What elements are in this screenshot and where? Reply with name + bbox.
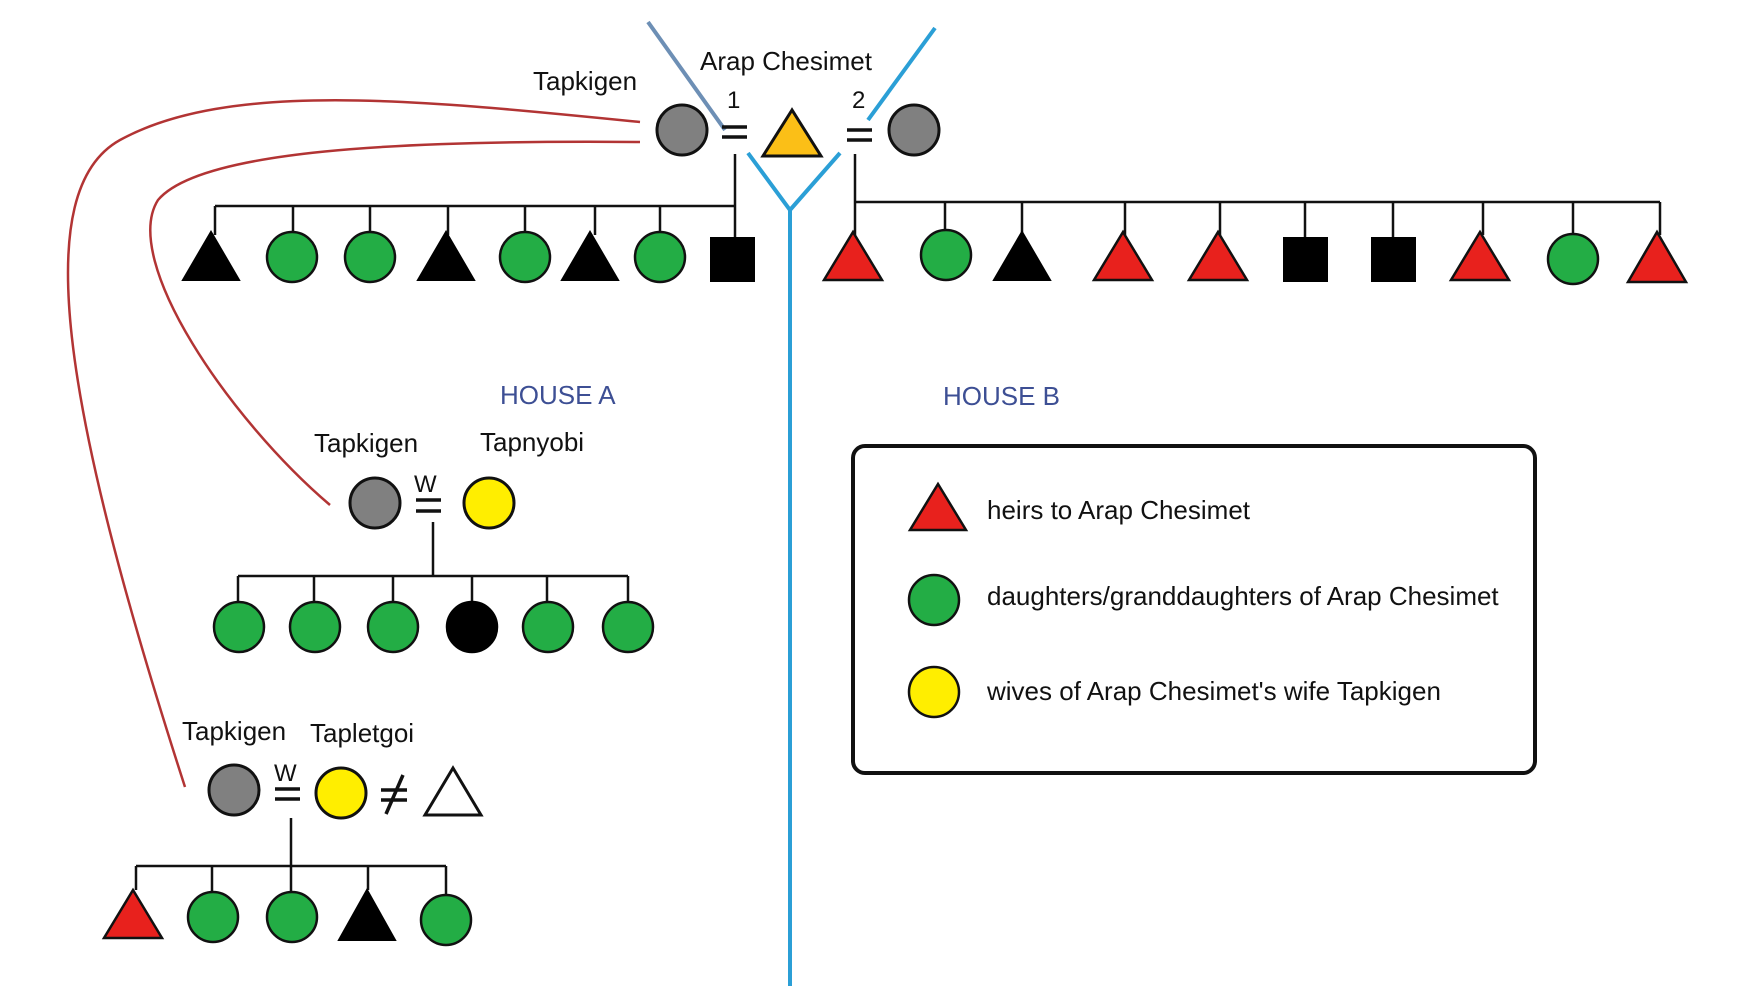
tapkigen-circle bbox=[207, 763, 261, 817]
son-triangle bbox=[992, 230, 1052, 281]
house-divider bbox=[646, 20, 937, 986]
unknown-square bbox=[1371, 237, 1416, 282]
wife-2-circle bbox=[887, 103, 941, 157]
daughter-circle bbox=[265, 230, 319, 284]
house-divider-fork bbox=[746, 151, 842, 214]
son-triangle bbox=[337, 887, 397, 941]
unknown-square bbox=[710, 237, 755, 282]
daughter-circle bbox=[366, 600, 420, 654]
black-circle bbox=[445, 600, 499, 654]
daughter-circle bbox=[212, 600, 266, 654]
house-a-label: HOUSE A bbox=[500, 380, 616, 410]
legend-wife-circle-icon bbox=[907, 665, 961, 719]
legend: heirs to Arap Chesimet daughters/grandda… bbox=[851, 444, 1537, 775]
heir-triangle bbox=[101, 887, 165, 940]
arap-chesimet-label: Arap Chesimet bbox=[700, 46, 873, 76]
daughter-circle bbox=[288, 600, 342, 654]
tapkigen-link-to-tapletgoi-house bbox=[66, 99, 641, 788]
daughter-circle bbox=[498, 230, 552, 284]
daughter-circle bbox=[1546, 232, 1600, 286]
heir-triangle bbox=[1625, 229, 1689, 284]
legend-wives-text: wives of Arap Chesimet's wife Tapkigen bbox=[986, 676, 1441, 706]
legend-heir-triangle-icon bbox=[907, 481, 969, 532]
house-b-children-lines bbox=[853, 154, 1662, 240]
not-married-sign bbox=[381, 774, 407, 815]
arap-chesimet-marriage: Tapkigen Arap Chesimet 1 2 bbox=[533, 46, 941, 158]
wife-2-number: 2 bbox=[852, 87, 865, 114]
tapletgoi-children bbox=[101, 887, 473, 947]
house-b-children bbox=[821, 228, 1689, 286]
tapnyobi-label: Tapnyobi bbox=[480, 427, 584, 457]
marriage-sign-2 bbox=[847, 128, 872, 142]
marriage-sign bbox=[275, 787, 300, 801]
w-mark: W bbox=[274, 760, 297, 787]
tapnyobi-children-lines bbox=[236, 522, 630, 605]
daughter-circle bbox=[919, 228, 973, 282]
tapletgoi-marriage: Tapkigen Tapletgoi W bbox=[182, 716, 484, 820]
tapnyobi-children bbox=[212, 600, 655, 654]
house-divider-right-arm bbox=[866, 26, 937, 122]
tapkigen-circle bbox=[348, 476, 402, 530]
w-mark: W bbox=[414, 471, 437, 498]
male-triangle bbox=[422, 765, 484, 817]
daughter-circle bbox=[601, 600, 655, 654]
tapnyobi-marriage: Tapkigen Tapnyobi W bbox=[314, 427, 584, 530]
daughter-circle bbox=[633, 230, 687, 284]
tapletgoi-circle bbox=[314, 766, 368, 820]
daughter-circle bbox=[265, 890, 319, 944]
tapkigen-top-label: Tapkigen bbox=[533, 66, 637, 96]
daughter-circle bbox=[343, 230, 397, 284]
house-a-children-lines bbox=[213, 154, 737, 240]
legend-heirs-text: heirs to Arap Chesimet bbox=[987, 495, 1251, 525]
son-triangle bbox=[181, 230, 241, 281]
marriage-sign-1 bbox=[722, 125, 747, 139]
wife-1-number: 1 bbox=[727, 87, 740, 114]
house-divider-left-arm bbox=[646, 20, 727, 132]
unknown-square bbox=[1283, 237, 1328, 282]
heir-triangle bbox=[1091, 229, 1155, 282]
tapnyobi-circle bbox=[462, 476, 516, 530]
daughter-circle bbox=[521, 600, 575, 654]
son-triangle bbox=[416, 230, 476, 281]
heir-triangle bbox=[1186, 229, 1250, 282]
daughter-circle bbox=[419, 893, 473, 947]
tapkigen-links bbox=[66, 99, 641, 788]
heir-triangle bbox=[1448, 229, 1512, 282]
heir-triangle bbox=[821, 229, 885, 282]
tapkigen-wife-1-circle bbox=[655, 103, 709, 157]
arap-chesimet-triangle bbox=[760, 107, 824, 158]
legend-box bbox=[851, 444, 1537, 775]
tapkigen-link-to-tapnyobi-house bbox=[149, 140, 641, 506]
house-b-label: HOUSE B bbox=[943, 381, 1060, 411]
daughter-circle bbox=[186, 890, 240, 944]
marriage-sign bbox=[416, 498, 441, 513]
tapletgoi-children-lines bbox=[134, 818, 448, 895]
tapkigen-c-label: Tapkigen bbox=[182, 716, 286, 746]
son-triangle bbox=[560, 230, 620, 281]
house-a-children bbox=[181, 230, 755, 284]
legend-daughters-text: daughters/granddaughters of Arap Chesime… bbox=[987, 581, 1499, 611]
legend-daughter-circle-icon bbox=[907, 573, 961, 627]
tapkigen-a-label: Tapkigen bbox=[314, 428, 418, 458]
tapletgoi-label: Tapletgoi bbox=[310, 718, 414, 748]
